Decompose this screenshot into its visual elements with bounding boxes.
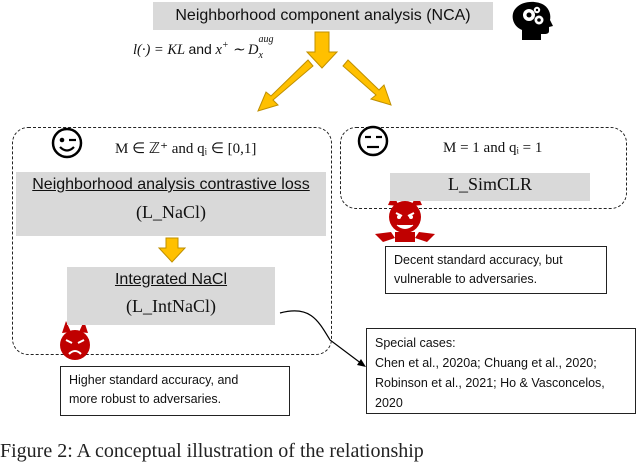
special-cases-note: Special cases: Chen et al., 2020a; Chuan… (366, 328, 636, 414)
nca-title: Neighborhood component analysis (NCA) (175, 7, 471, 24)
nacl-note-line: more robust to adversaries. (69, 392, 222, 406)
special-cases-line: 2020 (375, 396, 403, 410)
nacl-note-line: Higher standard accuracy, and (69, 373, 239, 387)
formula-d-sub: x (258, 49, 263, 61)
down-arrow-icon (305, 31, 339, 69)
simclr-note: Decent standard accuracy, but vulnerable… (385, 246, 607, 294)
nacl-symbol: (L_NaCl) (136, 202, 206, 222)
formula-lhs: l(·) = KL (133, 41, 185, 58)
special-cases-line: Special cases: (375, 336, 456, 350)
simclr-note-line: Decent standard accuracy, but (394, 253, 563, 267)
nacl-name: Neighborhood analysis contrastive loss (32, 176, 310, 193)
special-cases-line: Robinson et al., 2021; Ho & Vasconcelos, (375, 376, 605, 390)
simclr-symbol: L_SimCLR (447, 174, 532, 194)
integrated-nacl-symbol: (L_IntNaCl) (126, 296, 216, 316)
nacl-condition: M ∈ ℤ⁺ and qᵢ ∈ [0,1] (115, 141, 257, 157)
nca-title-box: Neighborhood component analysis (NCA) (153, 2, 493, 30)
formula-conj: and (188, 40, 212, 57)
special-cases-line: Chen et al., 2020a; Chuang et al., 2020; (375, 356, 597, 370)
integrated-nacl-name: Integrated NaCl (114, 271, 228, 288)
nacl-box (16, 172, 326, 236)
nacl-note: Higher standard accuracy, and more robus… (60, 366, 290, 416)
formula-x-sup: + (221, 40, 229, 51)
simclr-note-line: vulnerable to adversaries. (394, 272, 538, 286)
diagonal-arrow-left-icon (257, 59, 314, 112)
formula-x: x (215, 41, 222, 58)
integrated-nacl-box (67, 267, 275, 325)
nacl-panel (12, 127, 332, 355)
simclr-box (390, 173, 590, 201)
simclr-condition: M = 1 and qᵢ = 1 (443, 140, 543, 156)
simclr-panel (340, 127, 627, 209)
formula-rel: ∼ D (232, 41, 259, 58)
diagonal-arrow-right-icon (342, 59, 392, 106)
formula-d-sup: aug (258, 33, 274, 45)
